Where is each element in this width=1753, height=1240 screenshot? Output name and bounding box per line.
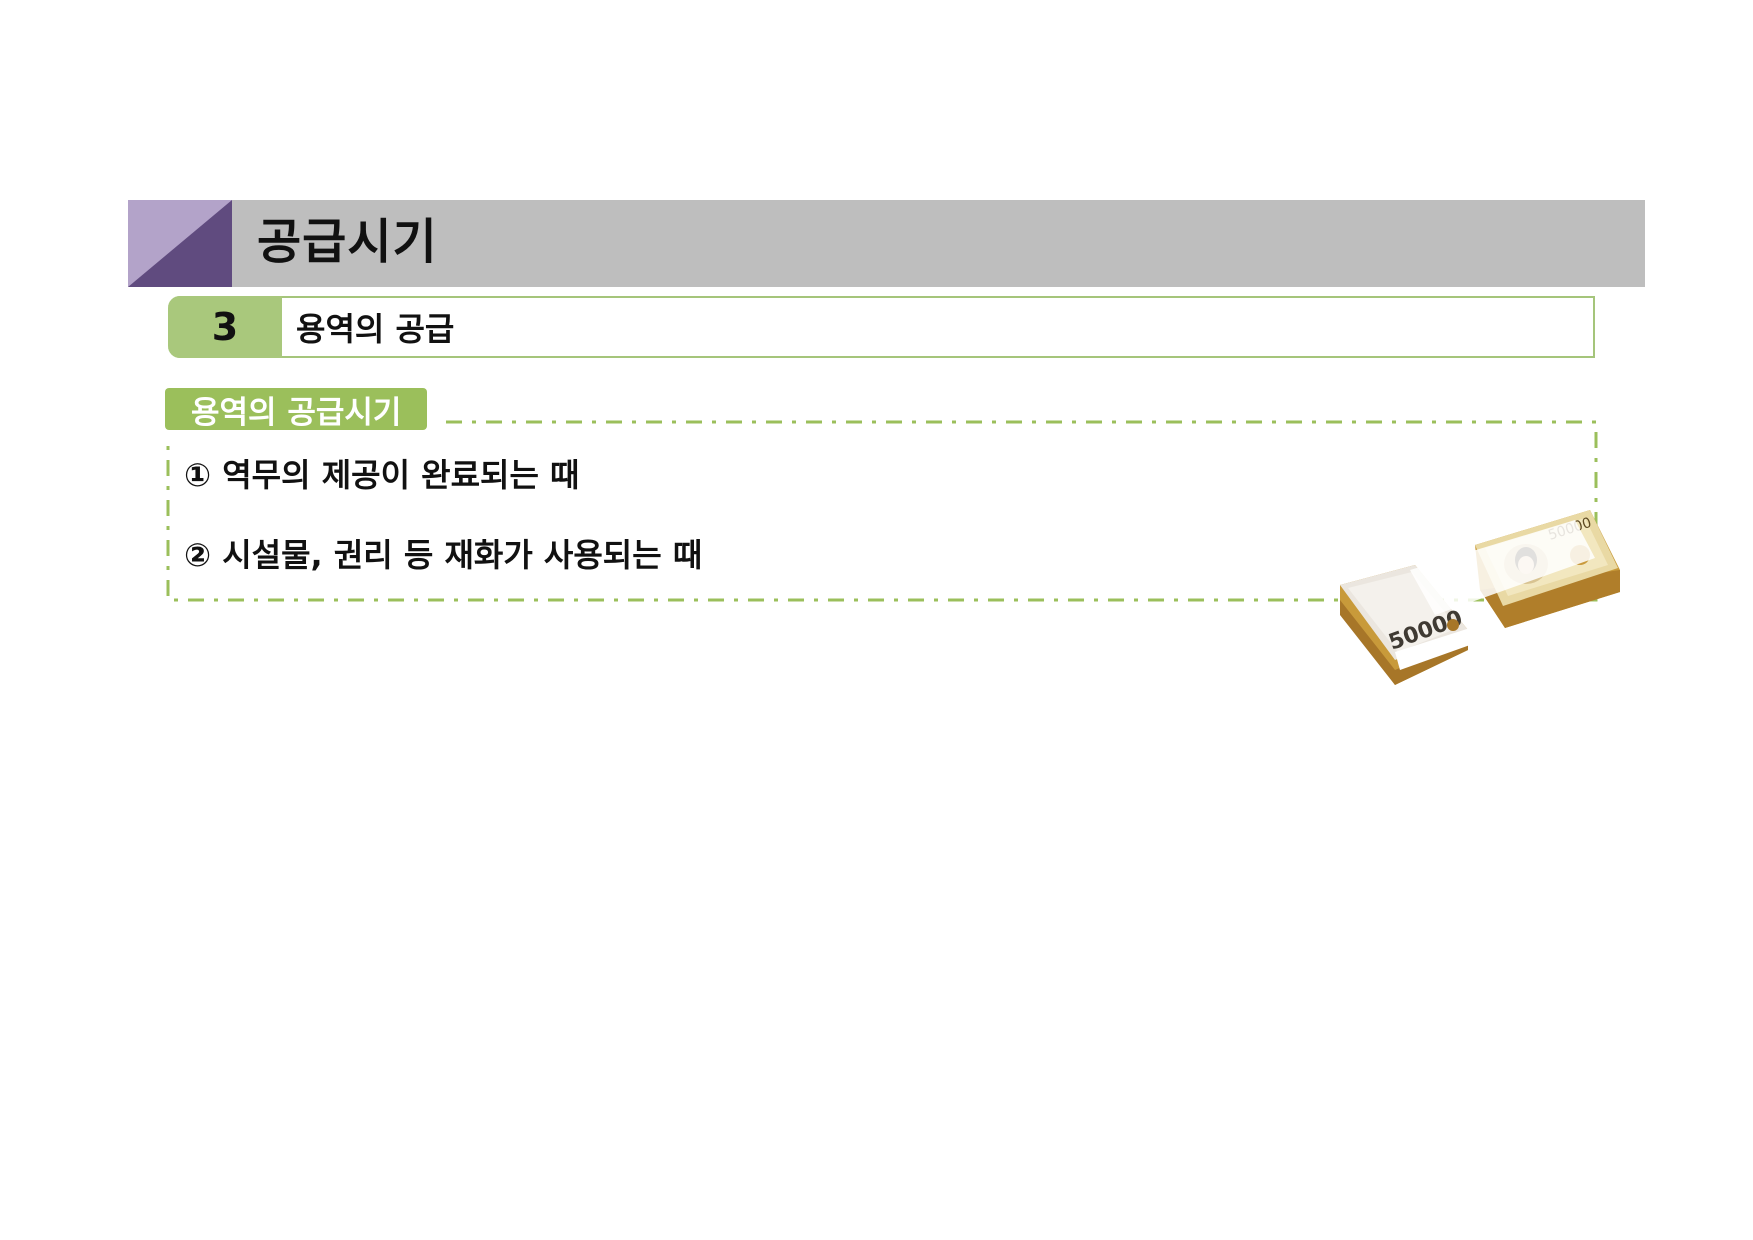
title-corner-decoration (128, 200, 232, 287)
title-bar: 공급시기 (128, 200, 1645, 287)
page-title: 공급시기 (257, 214, 438, 270)
dashed-content-frame (166, 420, 1598, 602)
section-number: 3 (168, 296, 282, 358)
content-tag-label: 용역의 공급시기 (165, 388, 428, 431)
section-header: 3 용역의 공급 (168, 296, 1595, 358)
section-title: 용역의 공급 (296, 310, 455, 348)
content-list: ① 역무의 제공이 완료되는 때 ② 시설물, 권리 등 재화가 사용되는 때 (184, 455, 702, 615)
banknote-stack-icon: 50000 50000 (1340, 510, 1620, 685)
list-item: ① 역무의 제공이 완료되는 때 (184, 456, 580, 494)
list-item: ② 시설물, 권리 등 재화가 사용되는 때 (184, 536, 703, 574)
